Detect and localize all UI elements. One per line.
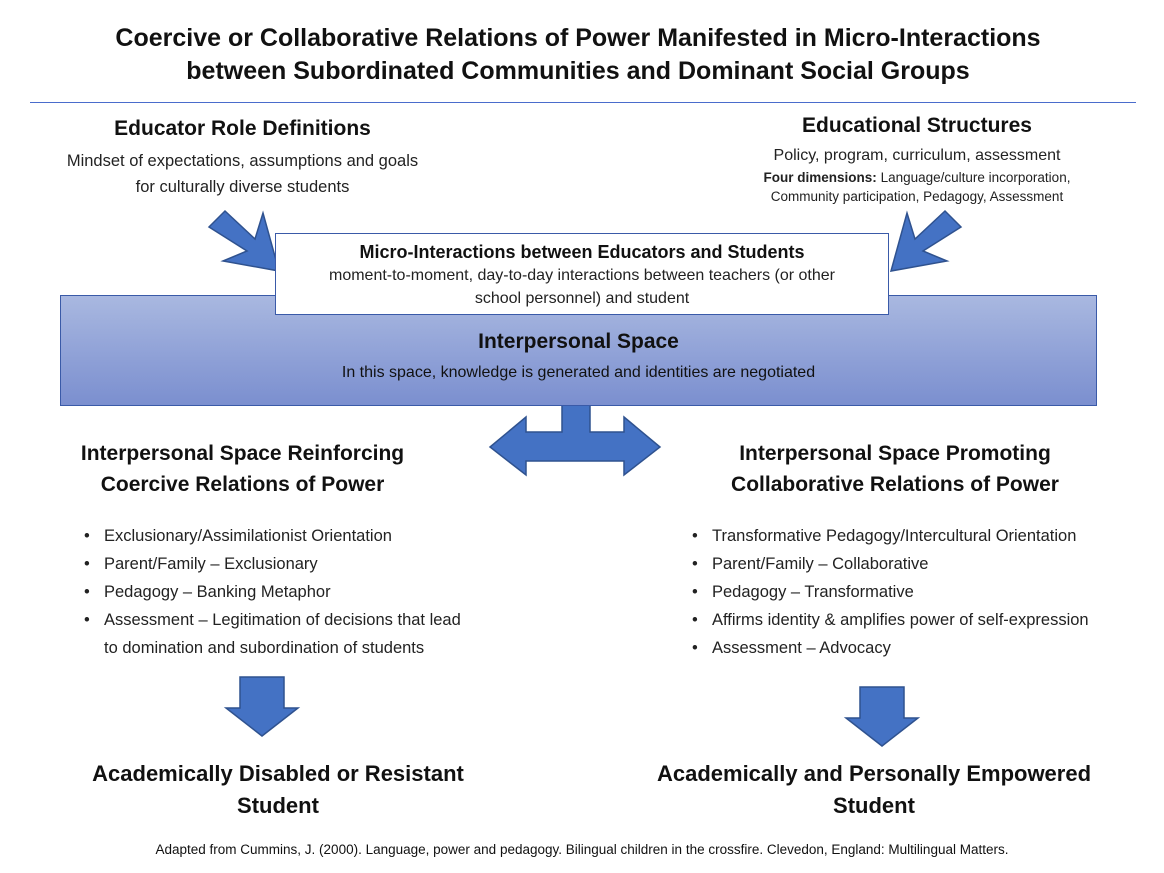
micro-interactions-box: Micro-Interactions between Educators and… bbox=[275, 233, 889, 315]
micro-interactions-heading: Micro-Interactions between Educators and… bbox=[359, 242, 805, 262]
educator-role-heading: Educator Role Definitions bbox=[114, 117, 371, 140]
coercive-list-item: Assessment – Legitimation of decisions t… bbox=[80, 606, 510, 634]
micro-interactions-line-2: school personnel) and student bbox=[474, 290, 690, 307]
title-line-1: Coercive or Collaborative Relations of P… bbox=[115, 24, 1041, 52]
coercive-heading-line-1: Interpersonal Space Reinforcing bbox=[80, 442, 405, 465]
coercive-list-item: Parent/Family – Exclusionary bbox=[80, 550, 510, 578]
title-divider bbox=[30, 102, 1136, 103]
collaborative-list-item: Assessment – Advocacy bbox=[688, 634, 1148, 662]
educational-structures-line-1: Policy, program, curriculum, assessment bbox=[773, 147, 1061, 164]
collaborative-outcome-line-2: Student bbox=[833, 793, 915, 818]
arrow-down-left-icon bbox=[223, 676, 301, 737]
collaborative-heading-line-1: Interpersonal Space Promoting bbox=[739, 442, 1051, 465]
coercive-heading-block: Interpersonal Space Reinforcing Coercive… bbox=[40, 438, 445, 500]
coercive-outcome-line-2: Student bbox=[237, 793, 319, 818]
four-dimensions-line-2: Community participation, Pedagogy, Asses… bbox=[770, 189, 1064, 204]
arrow-down-right-icon bbox=[843, 686, 921, 747]
collaborative-list-item: Transformative Pedagogy/Intercultural Or… bbox=[688, 522, 1148, 550]
arrow-double-horizontal-icon bbox=[488, 404, 662, 477]
collaborative-list-item: Affirms identity & amplifies power of se… bbox=[688, 606, 1148, 634]
four-dimensions-text-1: Language/culture incorporation, bbox=[876, 170, 1071, 185]
arrow-diagonal-right-icon bbox=[207, 209, 281, 272]
interpersonal-space-subtitle: In this space, knowledge is generated an… bbox=[341, 364, 816, 381]
collaborative-list: Transformative Pedagogy/Intercultural Or… bbox=[688, 522, 1148, 662]
educational-structures-heading: Educational Structures bbox=[802, 114, 1032, 137]
coercive-heading-line-2: Coercive Relations of Power bbox=[100, 473, 385, 496]
collaborative-heading-block: Interpersonal Space Promoting Collaborat… bbox=[680, 438, 1110, 500]
interpersonal-space-heading: Interpersonal Space bbox=[478, 330, 679, 353]
coercive-list-item-continuation: to domination and subordination of stude… bbox=[104, 639, 425, 657]
collaborative-outcome: Academically and Personally Empowered St… bbox=[630, 758, 1118, 822]
collaborative-outcome-line-1: Academically and Personally Empowered bbox=[656, 761, 1092, 786]
collaborative-list-item: Pedagogy – Transformative bbox=[688, 578, 1148, 606]
coercive-outcome-line-1: Academically Disabled or Resistant bbox=[92, 761, 464, 786]
coercive-list-item: Pedagogy – Banking Metaphor bbox=[80, 578, 510, 606]
educator-role-line-2: for culturally diverse students bbox=[135, 178, 350, 196]
title-line-2: between Subordinated Communities and Dom… bbox=[186, 57, 970, 85]
citation: Adapted from Cummins, J. (2000). Languag… bbox=[155, 842, 1009, 857]
coercive-list-item: Exclusionary/Assimilationist Orientation bbox=[80, 522, 510, 550]
diagram-title: Coercive or Collaborative Relations of P… bbox=[40, 22, 1116, 88]
four-dimensions-label: Four dimensions: bbox=[763, 170, 877, 185]
collaborative-list-item: Parent/Family – Collaborative bbox=[688, 550, 1148, 578]
coercive-outcome: Academically Disabled or Resistant Stude… bbox=[40, 758, 516, 822]
micro-interactions-line-1: moment-to-moment, day-to-day interaction… bbox=[328, 267, 835, 284]
four-dimensions-line-1: Four dimensions: Language/culture incorp… bbox=[720, 168, 1114, 187]
educator-role-line-1: Mindset of expectations, assumptions and… bbox=[66, 152, 419, 170]
educational-structures-block: Educational Structures Policy, program, … bbox=[720, 113, 1114, 206]
arrow-diagonal-left-icon bbox=[889, 209, 963, 272]
coercive-list: Exclusionary/Assimilationist Orientation… bbox=[80, 522, 510, 662]
collaborative-heading-line-2: Collaborative Relations of Power bbox=[731, 473, 1059, 496]
educator-role-block: Educator Role Definitions Mindset of exp… bbox=[40, 116, 445, 200]
